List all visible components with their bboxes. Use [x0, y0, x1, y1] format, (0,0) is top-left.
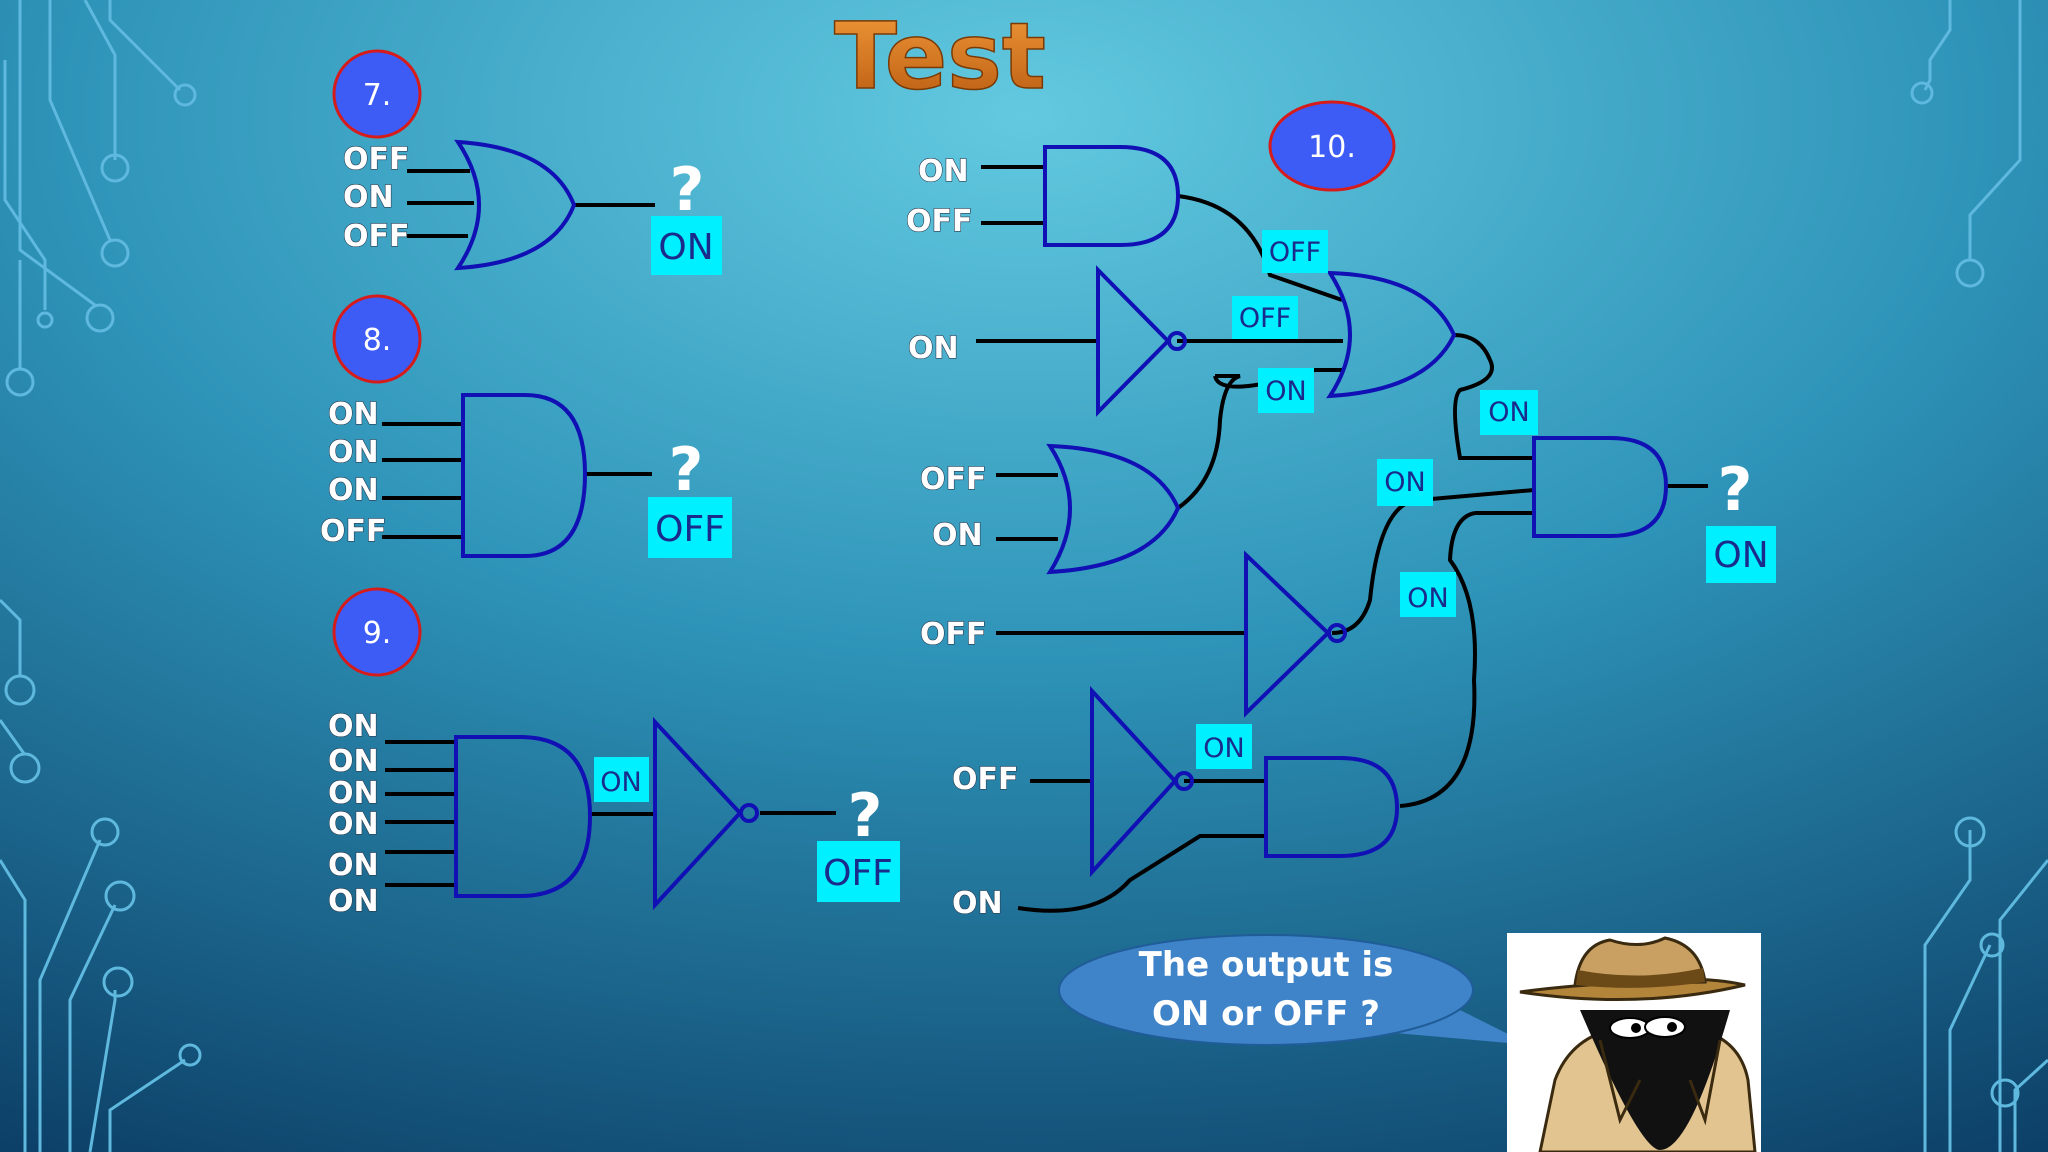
intermediate-label: OFF — [1239, 303, 1291, 334]
intermediate-label: ON — [600, 767, 641, 798]
input-label: ON — [952, 886, 1003, 921]
input-label: ON — [328, 848, 379, 883]
or-gate — [1326, 270, 1457, 399]
question-mark: ? — [669, 435, 704, 505]
answer-box — [817, 841, 900, 902]
input-label: OFF — [343, 219, 410, 254]
intermediate-label: ON — [1488, 397, 1529, 428]
intermediate-box — [1232, 296, 1298, 339]
or-gate — [454, 139, 577, 271]
problem-number: 8. — [363, 323, 392, 358]
answer-label: OFF — [655, 509, 725, 550]
input-label: ON — [932, 518, 983, 553]
intermediate-box — [1377, 459, 1433, 506]
answer-label: OFF — [823, 853, 893, 894]
page-title: Test — [834, 3, 1046, 110]
intermediate-box — [1262, 230, 1328, 273]
input-label: ON — [328, 776, 379, 811]
input-label: ON — [908, 331, 959, 366]
and-gate — [1532, 436, 1669, 538]
and-gate — [454, 735, 593, 898]
not-gate — [1096, 265, 1171, 417]
not-gate — [1244, 550, 1331, 718]
and-gate — [1264, 756, 1400, 858]
not-bubble — [739, 803, 759, 823]
not-bubble — [1327, 623, 1347, 643]
problem-10: 10. ON OFF ON OFF ON OFF OFF ON OFF — [905, 100, 1776, 922]
input-label: OFF — [952, 762, 1019, 797]
input-label: ON — [918, 154, 969, 189]
problem-8: 8. ON ON ON OFF ? OFF — [319, 294, 732, 558]
answer-label: ON — [1713, 535, 1768, 576]
intermediate-label: ON — [1384, 467, 1425, 498]
input-label: ON — [328, 884, 379, 919]
intermediate-label: ON — [1265, 376, 1306, 407]
input-label: OFF — [920, 617, 987, 652]
input-label: OFF — [906, 204, 973, 239]
input-label: OFF — [320, 514, 387, 549]
intermediate-box — [594, 757, 649, 802]
number-badge — [332, 294, 422, 384]
problem-9: 9. ON ON ON ON ON ON ON ? OFF — [327, 587, 900, 920]
problem-number: 9. — [363, 616, 392, 651]
question-mark: ? — [670, 155, 705, 225]
or-gate — [1046, 443, 1181, 575]
speech-bubble: The output is ON or OFF ? — [1058, 934, 1530, 1046]
answer-label: ON — [658, 227, 713, 268]
not-bubble — [1174, 771, 1194, 791]
question-mark: ? — [1718, 455, 1753, 525]
speech-line-1: The output is — [1139, 945, 1394, 985]
question-mark: ? — [848, 781, 883, 851]
intermediate-box — [1480, 390, 1538, 435]
intermediate-box — [1196, 724, 1252, 769]
intermediate-label: ON — [1407, 583, 1448, 614]
input-label: ON — [328, 807, 379, 842]
answer-box — [651, 216, 722, 275]
number-badge — [332, 587, 422, 677]
and-gate — [1043, 145, 1181, 247]
not-gate — [1090, 685, 1178, 878]
speech-line-2: ON or OFF ? — [1152, 994, 1380, 1034]
answer-box — [1706, 526, 1776, 583]
input-label: OFF — [920, 462, 987, 497]
not-gate — [653, 716, 743, 911]
intermediate-label: ON — [1203, 733, 1244, 764]
input-label: ON — [328, 744, 379, 779]
number-badge — [332, 49, 422, 139]
intermediate-box — [1258, 368, 1314, 413]
problem-number: 7. — [363, 78, 392, 113]
intermediate-label: OFF — [1269, 237, 1321, 268]
input-label: ON — [328, 709, 379, 744]
problem-7: 7. OFF ON OFF ? ON — [332, 49, 722, 275]
intermediate-box — [1400, 572, 1456, 617]
input-label: OFF — [343, 142, 410, 177]
problem-number: 10. — [1308, 130, 1356, 165]
input-label: ON — [328, 473, 379, 508]
and-gate — [461, 393, 588, 558]
input-label: ON — [328, 435, 379, 470]
detective-icon — [1507, 933, 1761, 1152]
number-badge — [1268, 100, 1396, 192]
not-bubble — [1167, 331, 1187, 351]
answer-box — [648, 497, 732, 558]
input-label: ON — [328, 397, 379, 432]
input-label: ON — [343, 180, 394, 215]
